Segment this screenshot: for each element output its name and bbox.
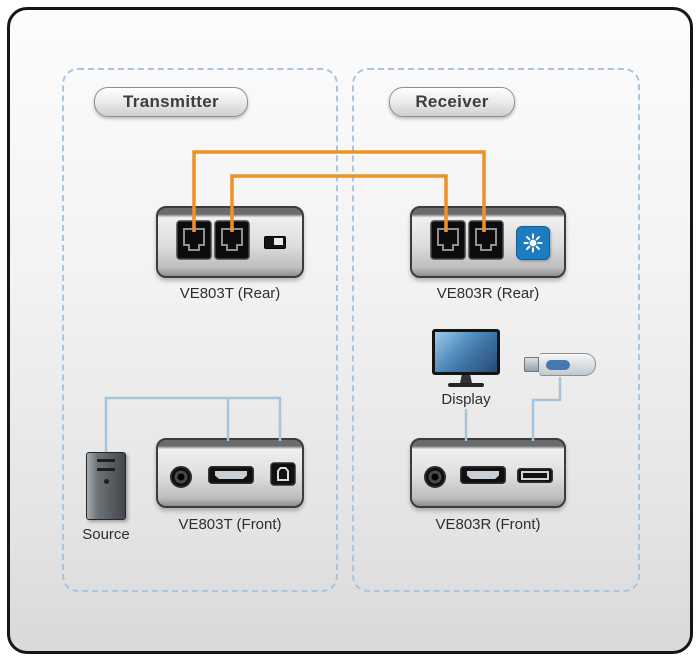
transmitter-title-pill: Transmitter [94, 87, 248, 117]
ve803t-rear-device [156, 206, 304, 278]
usb-device-body [539, 353, 596, 376]
receiver-title: Receiver [415, 92, 489, 111]
display-caption: Display [441, 391, 491, 408]
rj45-port-2 [468, 220, 504, 260]
display-screen [432, 329, 500, 375]
ve803r-front-device [410, 438, 566, 508]
hdmi-port [208, 466, 254, 489]
usb-b-port [270, 462, 296, 491]
ve803r-front-caption: VE803R (Front) [435, 516, 541, 533]
rj45-port-1 [430, 220, 466, 260]
usb-device [524, 353, 596, 376]
hdmi-port [460, 466, 506, 489]
receiver-title-pill: Receiver [389, 87, 515, 117]
usb-connector [524, 357, 539, 372]
drive-slot [97, 468, 115, 471]
sun-rays-badge-icon [516, 226, 550, 260]
transmitter-zone [62, 68, 338, 592]
power-button-dot [103, 479, 109, 484]
ve803t-front-caption: VE803T (Front) [178, 516, 282, 533]
display-monitor [432, 329, 500, 389]
usb-a-port [517, 468, 553, 488]
ve803r-rear-caption: VE803R (Rear) [436, 285, 540, 302]
source-caption: Source [82, 526, 130, 543]
mode-switch-knob [274, 238, 283, 245]
power-jack [170, 466, 192, 488]
rj45-port-2 [214, 220, 250, 260]
display-stand [460, 375, 472, 383]
ve803r-rear-device [410, 206, 566, 278]
transmitter-title: Transmitter [123, 92, 219, 111]
display-base [448, 383, 484, 387]
drive-slot [97, 459, 115, 462]
ve803t-rear-caption: VE803T (Rear) [179, 285, 281, 302]
ve803t-front-device [156, 438, 304, 508]
receiver-zone [352, 68, 640, 592]
source-computer [86, 452, 126, 520]
usb-device-label [546, 360, 570, 370]
power-jack [424, 466, 446, 488]
mode-switch [264, 236, 286, 249]
rj45-port-1 [176, 220, 212, 260]
